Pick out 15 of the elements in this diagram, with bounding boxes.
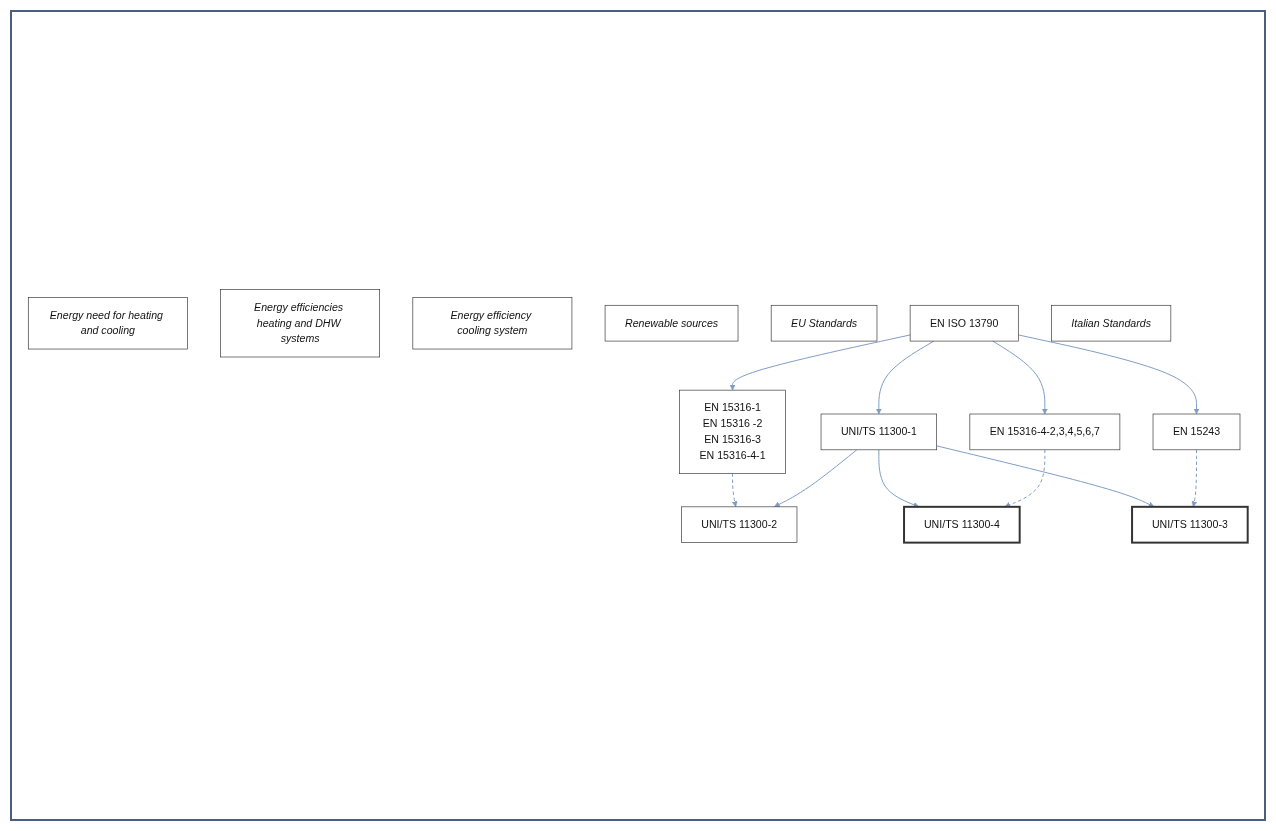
arrow <box>731 472 738 507</box>
node-box: EN 15243 <box>1152 413 1241 450</box>
node-box: Italian Standards <box>1051 304 1172 341</box>
node-box: EN 15316-1 EN 15316 -2 EN 15316-3 EN 15316-4-1 <box>679 389 786 474</box>
node-box: UNI/TS 11300-2 <box>681 506 798 543</box>
node-box: UNI/TS 11300-4 <box>903 505 1021 544</box>
node-box: UNI/TS 11300-1 <box>820 413 937 450</box>
node-box: EU Standards <box>770 304 878 341</box>
node-box: Energy efficiency cooling system <box>412 296 573 349</box>
node-box: EN ISO 13790 <box>909 304 1019 341</box>
node-box: Energy need for heating and cooling <box>27 296 188 349</box>
node-box: EN 15316-4-2,3,4,5,6,7 <box>969 413 1121 450</box>
node-box: Energy efficiencies heating and DHW systems <box>220 288 380 357</box>
node-box: UNI/TS 11300-3 <box>1131 505 1249 544</box>
node-box: Renewable sources <box>604 304 739 341</box>
